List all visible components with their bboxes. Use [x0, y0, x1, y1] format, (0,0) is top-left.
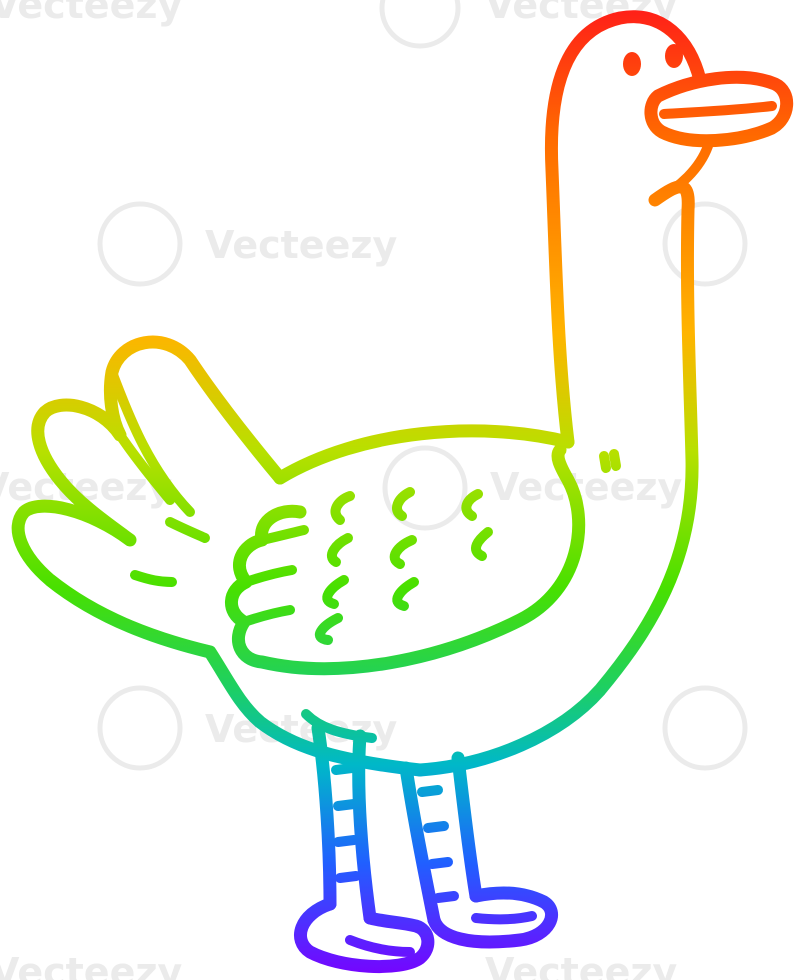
bird-eye-right-icon [665, 44, 683, 68]
cartoon-bird-icon [11, 10, 794, 973]
bird-foot-left [294, 897, 435, 973]
bird-foot-right [427, 886, 558, 949]
bird-tail-feathers [11, 335, 427, 777]
body-mark [609, 449, 621, 471]
tail-mark [107, 367, 195, 517]
leg-mark [335, 871, 361, 883]
wing-mark [471, 527, 493, 561]
wing-feather-line [239, 605, 295, 627]
vecteezy-logo-icon [382, 445, 468, 531]
leg-mark [417, 785, 443, 797]
vecteezy-logo-icon [97, 685, 183, 771]
leg-mark [333, 835, 359, 847]
bird-neck-right-outline [413, 180, 699, 777]
watermark-text: Vecteezy [205, 223, 397, 267]
wing-mark [322, 575, 349, 609]
leg-mark [333, 799, 359, 811]
foot-toe-line [345, 935, 415, 957]
bird-back-outline [273, 424, 575, 485]
tail-mark [115, 430, 175, 505]
bird-wing-outline [225, 443, 586, 676]
wing-mark [330, 491, 355, 525]
leg-mark [423, 821, 449, 833]
leg-mark [427, 857, 453, 869]
watermark-text: Vecteezy [485, 950, 677, 980]
wing-feather-line [241, 565, 297, 587]
vecteezy-logo-icon [662, 685, 748, 771]
leg-scale-marks [331, 763, 459, 903]
vecteezy-logo-icon [379, 0, 461, 49]
watermark-layer: Vecteezy Vecteezy Vecteezy Vecteezy Vect… [0, 0, 748, 980]
bird-neck-head-outline [544, 10, 707, 449]
wing-mark [326, 533, 353, 567]
watermark-row-5: Vecteezy Vecteezy [0, 950, 677, 980]
watermark-row-4: Vecteezy [97, 685, 748, 771]
watermark-text: Vecteezy [490, 465, 682, 509]
watermark-text: Vecteezy [0, 0, 182, 27]
bird-chin [650, 141, 713, 205]
wing-mark [392, 487, 415, 521]
bird-beak-outline [644, 70, 794, 148]
watermark-row-2: Vecteezy [97, 201, 748, 287]
wing-mark [315, 613, 343, 645]
bird-eye-left-icon [623, 52, 641, 76]
bird-leg-right [399, 751, 483, 927]
watermark-text: Vecteezy [0, 950, 182, 980]
wing-feather-line [257, 525, 309, 545]
tail-mark [130, 570, 177, 587]
leg-mark [433, 891, 459, 903]
leg-mark [331, 763, 357, 775]
watermark-row-3: Vecteezy Vecteezy [0, 445, 682, 531]
wing-marks [315, 487, 493, 645]
bird-beak-line [659, 101, 777, 119]
wing-mark [389, 535, 417, 569]
tail-mark [165, 517, 210, 543]
wing-mark [392, 577, 419, 611]
vecteezy-logo-icon [662, 201, 748, 287]
vecteezy-logo-icon [97, 201, 183, 287]
foot-toe-line [471, 911, 537, 925]
body-mark [599, 451, 611, 473]
bird-leg-left [311, 721, 377, 925]
wing-mark [461, 489, 483, 521]
